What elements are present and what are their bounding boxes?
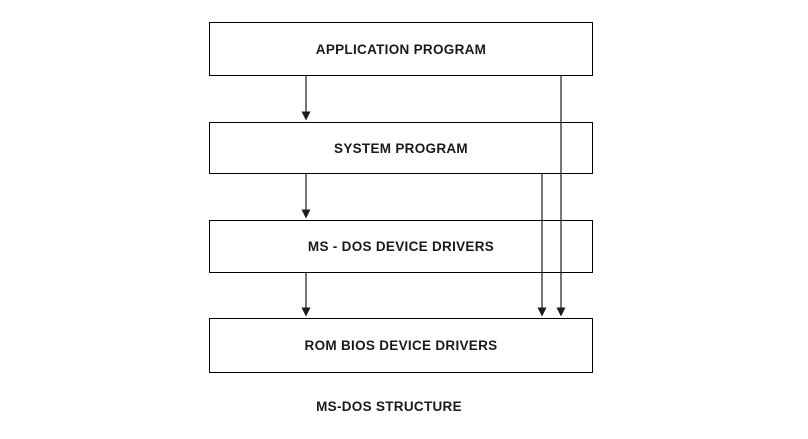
box-rom-bios-device-drivers: ROM BIOS DEVICE DRIVERS [209, 318, 593, 373]
box-system-program-label: SYSTEM PROGRAM [334, 140, 468, 156]
box-application-program: APPLICATION PROGRAM [209, 22, 593, 76]
box-system-program: SYSTEM PROGRAM [209, 122, 593, 174]
box-msdos-device-drivers-label: MS - DOS DEVICE DRIVERS [307, 239, 495, 254]
box-msdos-device-drivers: MS - DOS DEVICE DRIVERS [209, 220, 593, 273]
box-application-program-label: APPLICATION PROGRAM [315, 41, 487, 57]
diagram-title: MS-DOS STRUCTURE [316, 399, 462, 414]
box-rom-bios-device-drivers-label: ROM BIOS DEVICE DRIVERS [304, 338, 498, 353]
